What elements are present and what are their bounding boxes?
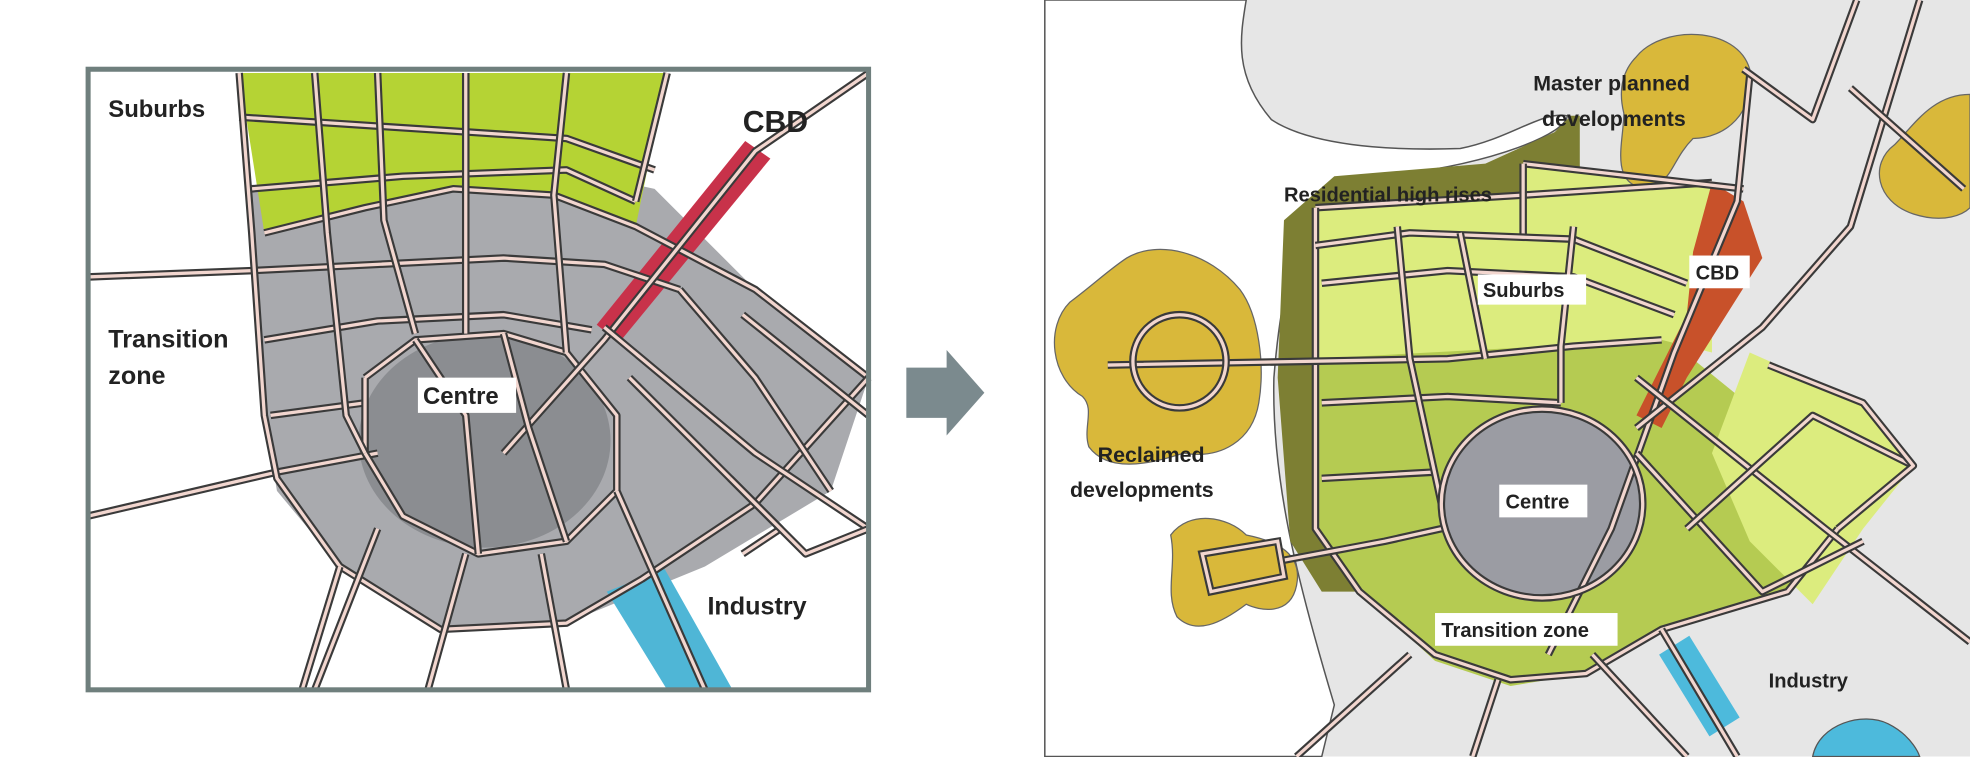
road	[1635, 376, 1970, 644]
road	[741, 313, 870, 417]
road	[1742, 0, 1859, 122]
left-industry-zone	[606, 568, 733, 690]
centre-ring-road	[1439, 407, 1645, 600]
right-label-residential: Residential high rises	[1284, 184, 1492, 206]
road	[502, 71, 870, 455]
road	[1321, 470, 1436, 480]
reclaimed-blob-1	[1053, 248, 1262, 465]
road	[1395, 226, 1443, 504]
road	[539, 553, 569, 691]
left-label-industry: Industry	[707, 592, 806, 620]
road	[1685, 413, 1915, 530]
right-label-master-2: developments	[1542, 107, 1686, 131]
road	[237, 72, 870, 632]
road	[1471, 679, 1500, 757]
left-road-network	[87, 69, 872, 692]
road	[313, 528, 380, 691]
road	[414, 338, 480, 555]
road	[1635, 0, 1922, 430]
left-map-frame	[85, 66, 872, 693]
road	[501, 333, 569, 542]
left-label-suburbs: Suburbs	[108, 96, 205, 123]
road	[634, 72, 669, 202]
road	[615, 490, 707, 691]
road	[1321, 394, 1562, 405]
left-label-cbd: CBD	[743, 106, 808, 139]
road	[1546, 75, 1752, 656]
road	[728, 477, 870, 556]
road	[552, 72, 569, 353]
right-transition-label-box	[1435, 613, 1618, 646]
road	[1559, 226, 1576, 403]
road	[300, 565, 342, 691]
right-label-transition: Transition zone	[1441, 620, 1589, 642]
road	[1522, 162, 1744, 191]
road	[1283, 527, 1442, 562]
road	[1849, 86, 1965, 191]
road	[1591, 653, 1688, 757]
road	[1768, 363, 1916, 530]
reclaimed-ring-road	[1131, 313, 1228, 410]
right-label-suburbs: Suburbs	[1483, 280, 1565, 302]
road	[1660, 628, 1739, 757]
right-arrow-icon	[906, 349, 985, 436]
reclaimed-loop-road	[1200, 539, 1286, 594]
right-suburbs-east	[1711, 352, 1914, 605]
road	[1107, 338, 1662, 367]
left-city-map: Suburbs CBD Transition zone Centre Indus…	[85, 66, 872, 693]
road	[1315, 231, 1688, 285]
right-city-map: Master planned developments Residential …	[1044, 0, 1970, 757]
left-centre-label-box	[417, 377, 517, 413]
road	[1458, 232, 1487, 360]
road	[88, 256, 681, 292]
right-suburbs-label-box	[1477, 274, 1587, 305]
road	[603, 326, 870, 531]
road	[239, 115, 656, 172]
road	[678, 288, 833, 492]
right-label-cbd: CBD	[1696, 262, 1740, 284]
right-label-centre: Centre	[1506, 492, 1570, 514]
road	[426, 553, 468, 691]
right-label-industry: Industry	[1769, 670, 1849, 692]
left-label-centre: Centre	[423, 383, 499, 410]
right-suburbs-zone	[1315, 163, 1712, 359]
road	[251, 168, 637, 203]
road	[270, 401, 366, 418]
road	[376, 72, 417, 335]
road	[1321, 269, 1675, 317]
right-label-reclaimed-1: Reclaimed	[1098, 443, 1205, 467]
road	[1295, 653, 1411, 757]
right-centre-label-box	[1499, 484, 1588, 518]
right-label-master-1: Master planned	[1533, 72, 1690, 96]
right-cbd-label-box	[1689, 255, 1750, 289]
master-planned-blob-1	[1620, 33, 1752, 187]
right-road-network	[1107, 0, 1970, 757]
road	[1635, 452, 1864, 594]
right-industry-blob	[1811, 718, 1921, 757]
road	[313, 72, 367, 454]
left-label-transition-1: Transition	[108, 325, 228, 353]
left-label-transition-2: zone	[108, 362, 165, 390]
right-label-reclaimed-2: developments	[1070, 478, 1214, 502]
road	[264, 313, 592, 342]
